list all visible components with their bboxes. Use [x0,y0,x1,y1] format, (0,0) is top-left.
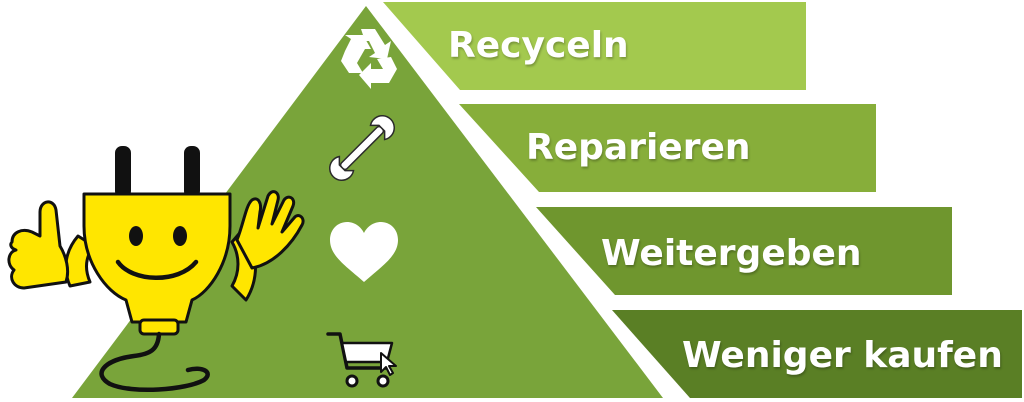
tier-band-weitergeben [536,207,952,295]
shopping-cart-icon [326,330,402,390]
heart-icon [330,222,398,282]
tier-label-recyceln: Recyceln [448,25,629,66]
plug-mascot-icon [7,146,305,393]
tier-band-reparieren [459,104,876,192]
tier-label-reparieren: Reparieren [526,127,751,168]
tier-label-weniger-kaufen: Weniger kaufen [682,335,1003,376]
recycle-icon [341,29,397,89]
tier-label-weitergeben: Weitergeben [601,233,862,274]
pyramid-triangle [72,6,663,398]
tier-band-weniger-kaufen [612,310,1022,398]
wrench-icon [329,115,395,181]
tier-band-recyceln [383,2,806,90]
